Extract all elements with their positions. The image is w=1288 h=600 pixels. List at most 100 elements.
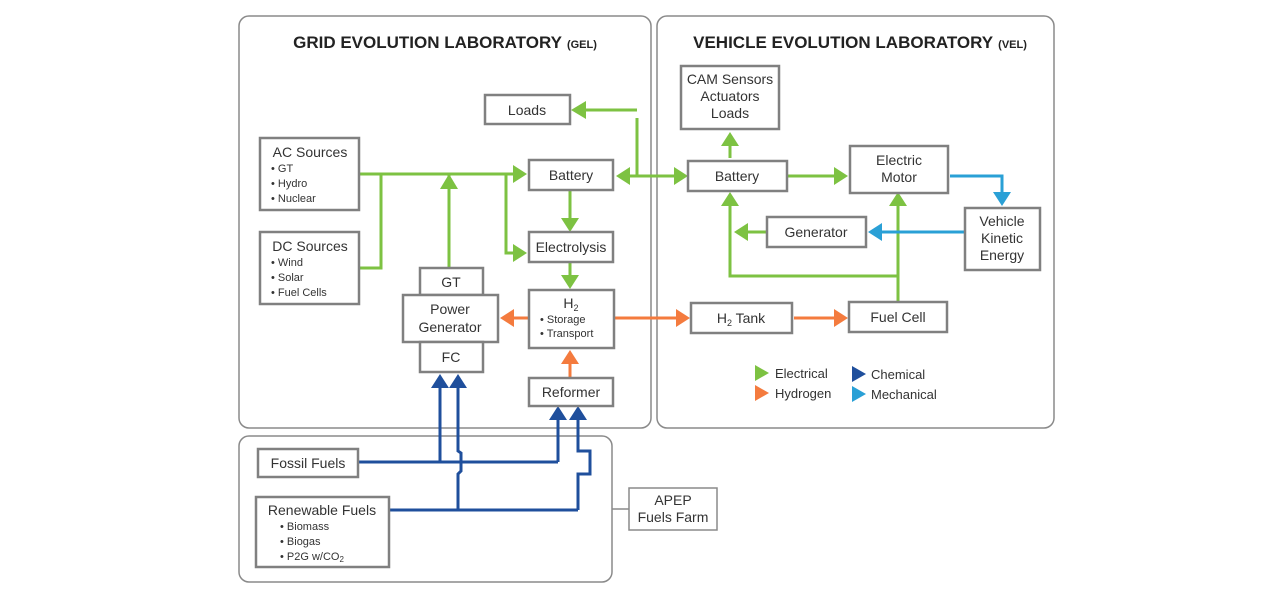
arrow-to-cam [721, 132, 739, 146]
svg-text:Power: Power [430, 301, 470, 317]
arrow-fc-to-motor [889, 192, 907, 206]
svg-text:• Biogas: • Biogas [280, 536, 321, 548]
legend-chemical-label: Chemical [871, 367, 925, 382]
svg-text:• Hydro: • Hydro [271, 178, 307, 190]
arrow-kinetic-to-generator [868, 223, 882, 241]
arrow-h2-to-generator [500, 309, 514, 327]
arrow-to-generator-left [734, 223, 748, 241]
dc-sources-box: DC Sources • Wind • Solar • Fuel Cells [258, 230, 361, 306]
arrow-to-vel-battery [674, 167, 688, 185]
svg-text:• Wind: • Wind [271, 257, 303, 269]
cam-box: CAM Sensors Actuators Loads [679, 64, 781, 131]
svg-text:H2: H2 [563, 295, 578, 313]
hydrogen-arrowheads [500, 309, 848, 364]
svg-text:Kinetic: Kinetic [981, 230, 1023, 246]
arrow-battery-to-electrolysis [561, 218, 579, 232]
svg-text:Fuel Cell: Fuel Cell [870, 309, 925, 325]
arrow-gt-up [440, 174, 458, 189]
arrow-to-gel-battery [513, 165, 527, 183]
svg-text:AC Sources: AC Sources [273, 144, 348, 160]
svg-text:Electric: Electric [876, 152, 922, 168]
vehicle-kinetic-box: Vehicle Kinetic Energy [963, 206, 1042, 272]
svg-text:Vehicle: Vehicle [979, 213, 1024, 229]
svg-text:Generator: Generator [418, 319, 481, 335]
svg-text:Fuels Farm: Fuels Farm [638, 509, 709, 525]
svg-text:• Transport: • Transport [540, 328, 593, 340]
svg-text:Renewable Fuels: Renewable Fuels [268, 502, 376, 518]
legend-hydrogen-marker [755, 385, 769, 401]
arrow-reformer-to-h2 [561, 350, 579, 364]
svg-text:• P2G w/CO2: • P2G w/CO2 [280, 551, 344, 564]
arrow-fossil-to-fc [431, 374, 449, 388]
renewable-fuels-box: Renewable Fuels • Biomass • Biogas • P2G… [254, 495, 391, 569]
legend-electrical-marker [755, 365, 769, 381]
svg-text:Energy: Energy [980, 247, 1024, 263]
ac-sources-box: AC Sources • GT • Hydro • Nuclear [258, 136, 361, 212]
svg-text:APEP: APEP [654, 492, 691, 508]
h2-tank-box: H2 Tank [689, 301, 794, 335]
svg-text:Loads: Loads [508, 102, 546, 118]
fossil-fuels-box: Fossil Fuels [256, 447, 360, 479]
vel-battery-box: Battery [686, 159, 789, 193]
reformer-box: Reformer [527, 376, 615, 408]
arrow-to-gel-battery-left [616, 167, 630, 185]
svg-text:• Nuclear: • Nuclear [271, 193, 316, 205]
hydrogen-lines [514, 316, 834, 378]
legend-electrical-label: Electrical [775, 366, 828, 381]
fuel-cell-box: Fuel Cell [847, 300, 949, 334]
svg-text:Loads: Loads [711, 105, 749, 121]
svg-text:Fossil Fuels: Fossil Fuels [271, 455, 346, 471]
h2-box: H2 • Storage • Transport [527, 288, 616, 350]
svg-text:CAM Sensors: CAM Sensors [687, 71, 773, 87]
electric-motor-box: Electric Motor [848, 144, 950, 195]
mechanical-arrowheads [868, 192, 1011, 241]
svg-text:Electrolysis: Electrolysis [536, 239, 607, 255]
svg-text:DC Sources: DC Sources [272, 238, 347, 254]
svg-text:Battery: Battery [549, 167, 593, 183]
svg-text:• GT: • GT [271, 163, 293, 175]
svg-text:• Storage: • Storage [540, 314, 585, 326]
apep-box: APEP Fuels Farm [628, 487, 718, 531]
chemical-lines [359, 388, 592, 512]
fc-box: FC [418, 340, 485, 374]
arrow-fossil-to-reformer [549, 406, 567, 420]
arrow-renew-to-reformer [569, 406, 587, 420]
legend: Electrical Hydrogen Chemical Mechanical [755, 365, 937, 402]
svg-text:• Fuel Cells: • Fuel Cells [271, 287, 327, 299]
generator-box: Generator [765, 215, 868, 249]
mechanical-lines [882, 174, 1004, 234]
arrow-to-electrolysis [513, 244, 527, 262]
legend-mechanical-marker [852, 386, 866, 402]
svg-text:Generator: Generator [784, 224, 847, 240]
gel-title: GRID EVOLUTION LABORATORY(GEL) [293, 33, 597, 52]
power-generator-box: Power Generator [401, 293, 500, 344]
arrow-fc-to-battery [721, 192, 739, 206]
svg-text:H2 Tank: H2 Tank [717, 310, 766, 328]
svg-text:• Biomass: • Biomass [280, 521, 330, 533]
arrow-motor-to-kinetic [993, 192, 1011, 206]
svg-text:GT: GT [441, 274, 461, 290]
gt-box: GT [418, 266, 485, 297]
gel-battery-box: Battery [527, 158, 615, 192]
svg-text:Reformer: Reformer [542, 384, 601, 400]
svg-text:Actuators: Actuators [700, 88, 759, 104]
svg-text:• Solar: • Solar [271, 272, 304, 284]
electrolysis-box: Electrolysis [527, 230, 615, 264]
legend-chemical-marker [852, 366, 866, 382]
svg-text:Battery: Battery [715, 168, 759, 184]
legend-mechanical-label: Mechanical [871, 387, 937, 402]
arrow-renew-to-fc [449, 374, 467, 388]
electrical-lines [359, 108, 900, 302]
svg-text:FC: FC [442, 349, 461, 365]
vel-title: VEHICLE EVOLUTION LABORATORY(VEL) [693, 33, 1027, 52]
arrow-to-motor [834, 167, 848, 185]
arrow-tank-to-fuelcell [834, 309, 848, 327]
arrow-electrolysis-to-h2 [561, 275, 579, 289]
arrow-h2-to-tank [676, 309, 690, 327]
arrow-to-loads [571, 101, 586, 119]
loads-box: Loads [483, 93, 572, 126]
legend-hydrogen-label: Hydrogen [775, 386, 831, 401]
chemical-arrowheads [431, 374, 587, 420]
electrical-arrowheads [440, 101, 907, 289]
